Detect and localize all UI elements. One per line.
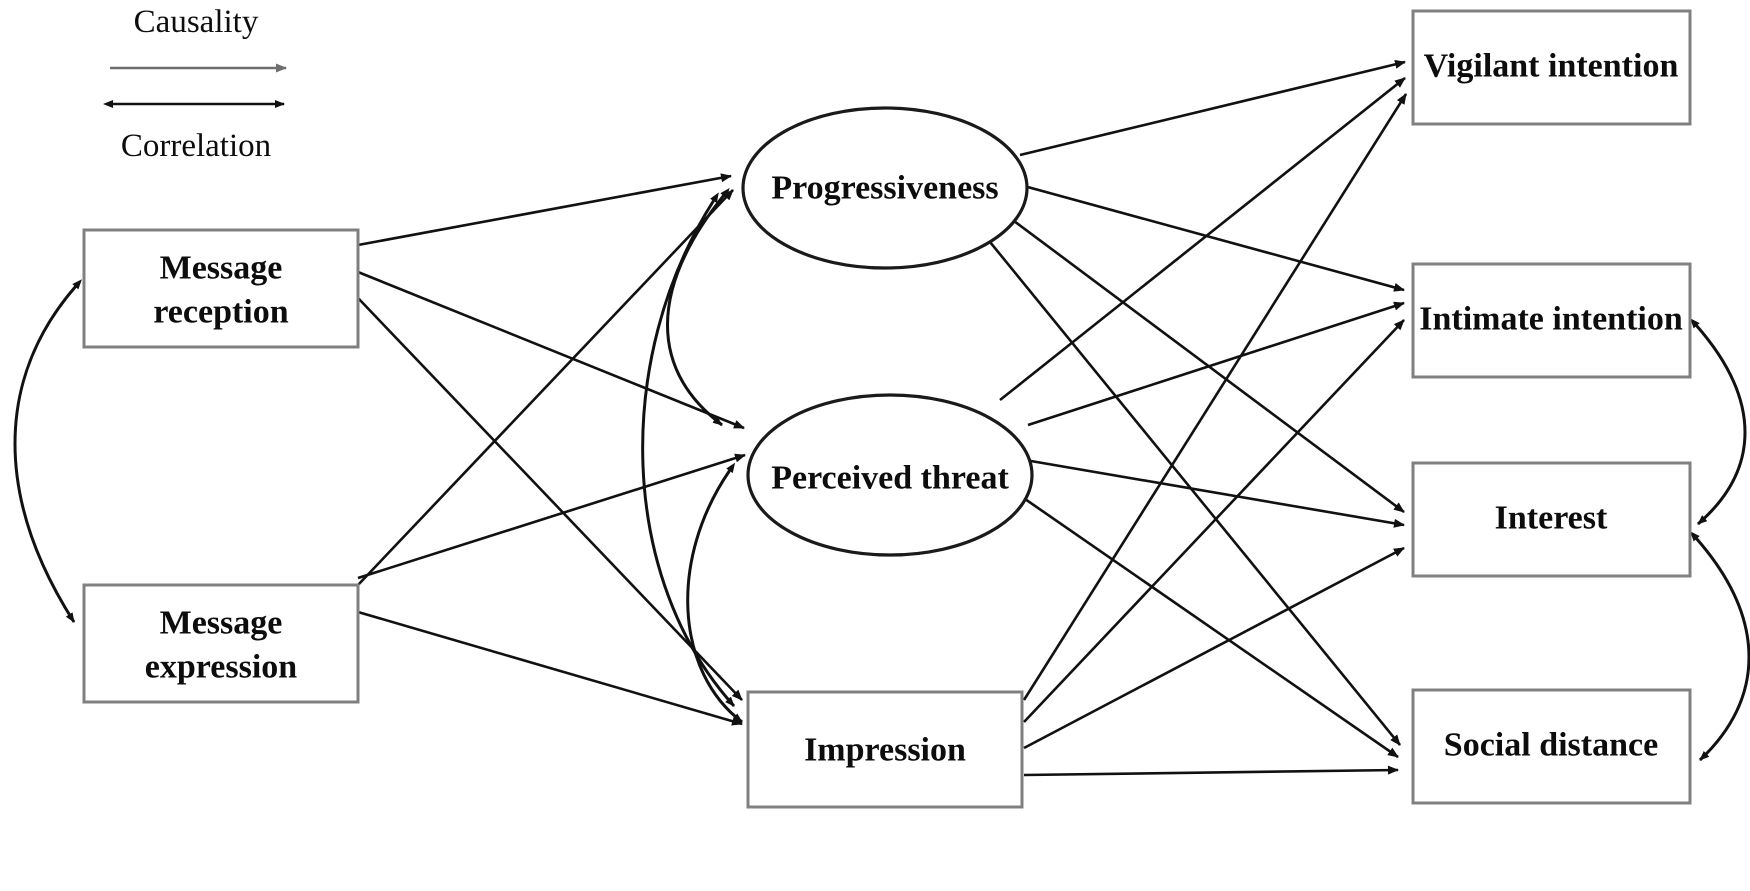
node-perceived-threat[interactable]: Perceived threat <box>746 393 1034 557</box>
social-distance-box[interactable] <box>1411 688 1692 805</box>
node-impression[interactable]: Impression <box>746 690 1024 809</box>
node-social-distance[interactable]: Social distance <box>1411 688 1692 805</box>
node-vigilant-intention[interactable]: Vigilant intention <box>1411 9 1692 126</box>
edge-message-reception-to-perceived-threat <box>357 270 745 430</box>
perceived-threat-ellipse[interactable] <box>746 393 1034 557</box>
legend-causality-label: Causality <box>134 4 259 40</box>
impression-box[interactable] <box>746 690 1024 809</box>
edge-correlation-progressiveness-perceived-threat <box>666 187 730 427</box>
edge-perceived-threat-to-interest <box>1024 458 1405 528</box>
node-intimate-intention[interactable]: Intimate intention <box>1411 262 1692 379</box>
node-interest[interactable]: Interest <box>1411 461 1692 578</box>
edge-correlation-perceived-threat-impression <box>686 462 743 724</box>
social-distance-label: Social distance <box>1444 727 1658 764</box>
edges-correlations <box>13 187 1750 762</box>
edge-perceived-threat-to-vigilant-intention <box>999 76 1406 402</box>
edge-correlation-intimate-intention-interest <box>1690 318 1747 526</box>
edge-progressiveness-to-intimate-intention <box>1023 184 1405 292</box>
edge-message-reception-to-impression <box>357 297 743 701</box>
edge-impression-to-social-distance <box>1023 765 1399 777</box>
message-reception-box[interactable] <box>82 228 360 349</box>
edge-progressiveness-to-vigilant-intention <box>1019 59 1406 157</box>
edges-mediators-to-outcomes <box>988 59 1408 777</box>
vigilant-intention-label: Vigilant intention <box>1424 48 1679 85</box>
edge-message-expression-to-impression <box>357 610 743 726</box>
message-expression-label-line1: Message <box>160 605 283 642</box>
edges-predictors-to-mediators <box>357 173 746 726</box>
edge-perceived-threat-to-intimate-intention <box>1027 301 1405 427</box>
progressiveness-ellipse[interactable] <box>741 106 1029 270</box>
message-expression-label-line2: expression <box>145 649 297 686</box>
node-message-expression[interactable]: Message expression <box>82 583 360 704</box>
perceived-threat-label: Perceived threat <box>771 460 1009 497</box>
legend-correlation-label: Correlation <box>121 128 271 164</box>
edge-progressiveness-to-interest <box>1009 216 1405 514</box>
intimate-intention-label: Intimate intention <box>1419 301 1683 338</box>
interest-label: Interest <box>1495 500 1608 537</box>
edge-message-expression-to-progressiveness <box>357 189 734 586</box>
edge-correlation-interest-social-distance <box>1690 531 1750 762</box>
message-reception-label-line1: Message <box>160 250 283 287</box>
edge-impression-to-intimate-intention <box>1023 319 1405 723</box>
edge-impression-to-interest <box>1023 546 1405 750</box>
legend: Causality Correlation <box>103 4 287 164</box>
edge-message-expression-to-perceived-threat <box>357 453 746 580</box>
edge-impression-to-vigilant-intention <box>1022 93 1408 701</box>
message-reception-label-line2: reception <box>153 294 288 331</box>
intimate-intention-box[interactable] <box>1411 262 1692 379</box>
interest-box[interactable] <box>1411 461 1692 578</box>
node-message-reception[interactable]: Message reception <box>82 228 360 349</box>
impression-label: Impression <box>804 732 966 769</box>
edge-correlation-progressiveness-impression <box>641 192 736 708</box>
edge-perceived-threat-to-social-distance <box>1011 488 1399 759</box>
node-progressiveness[interactable]: Progressiveness <box>741 106 1029 270</box>
edge-correlation-message-reception-message-expression <box>13 279 82 623</box>
vigilant-intention-box[interactable] <box>1411 9 1692 126</box>
edge-progressiveness-to-social-distance <box>988 241 1402 746</box>
progressiveness-label: Progressiveness <box>771 170 998 207</box>
message-expression-box[interactable] <box>82 583 360 704</box>
edge-message-reception-to-progressiveness <box>357 173 732 247</box>
